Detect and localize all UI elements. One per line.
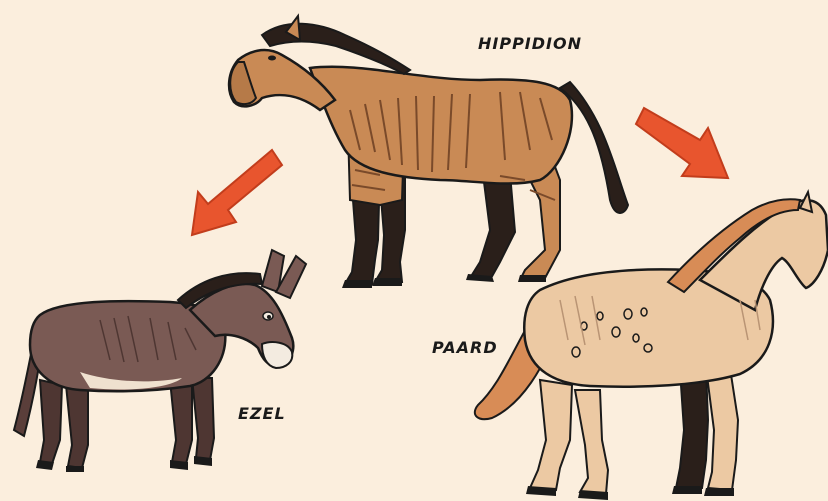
label-paard: PAARD [432, 338, 498, 357]
donkey-figure [14, 250, 306, 472]
arrow-to-horse [636, 108, 728, 178]
arrow-to-donkey [192, 150, 282, 235]
horse-figure [475, 192, 828, 500]
label-ezel: EZEL [238, 404, 286, 423]
label-hippidion: HIPPIDION [478, 34, 582, 53]
hippidion-figure [229, 16, 628, 288]
